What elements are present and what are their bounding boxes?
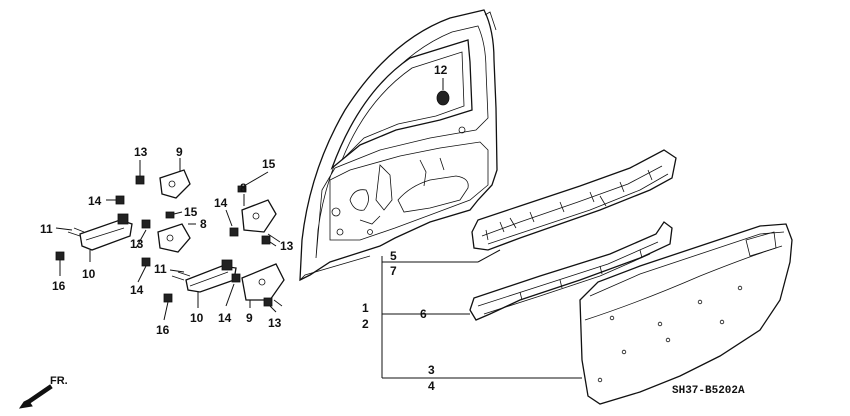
upper-hinge-left: [67, 213, 133, 251]
callout-label: 15: [262, 157, 276, 171]
callout-label: 10: [190, 311, 204, 325]
direction-label: FR.: [50, 375, 68, 387]
callout-label: 11: [40, 222, 53, 236]
lower-hinge-left: [171, 259, 237, 293]
callout-label: 5: [390, 249, 397, 263]
callout-label: 10: [82, 267, 96, 281]
grommet-part: [436, 78, 450, 106]
callout-label: 16: [52, 279, 66, 293]
callout-label: 4: [428, 379, 435, 393]
callout-label: 14: [130, 283, 144, 297]
callout-label: 13: [130, 237, 144, 251]
diagram-code: SH37-B5202A: [672, 385, 745, 397]
callout-label: 6: [420, 307, 427, 321]
callout-label: 7: [390, 264, 397, 278]
callout-label: 1: [362, 301, 369, 315]
sill-bar: [469, 221, 673, 321]
callout-label: 14: [88, 194, 102, 208]
fr-arrow-icon: FR.: [18, 375, 68, 409]
callout-label: 16: [156, 323, 170, 337]
leader-lines: [55, 158, 582, 379]
callout-label: 13: [268, 316, 282, 330]
callout-label: 2: [362, 317, 369, 331]
callout-labels: 13 9 15 8 14 15 14 8 11 13 13 10 11 14 1…: [40, 63, 448, 393]
reinforcement-bar: [471, 149, 677, 251]
hinge-bracket-8: [241, 199, 285, 307]
upper-hinge-body: [157, 169, 191, 253]
callout-label: 14: [214, 196, 228, 210]
callout-label: 14: [218, 311, 232, 325]
callout-label: 8: [200, 217, 207, 231]
callout-label: 9: [246, 311, 253, 325]
callout-label: 15: [184, 205, 198, 219]
callout-label: 9: [176, 145, 183, 159]
callout-label: 3: [428, 363, 435, 377]
outer-panel: [579, 223, 793, 405]
callout-label: 8: [240, 181, 247, 195]
callout-label: 11: [154, 262, 167, 276]
callout-label: 13: [280, 239, 294, 253]
callout-label: 13: [134, 145, 148, 159]
door-frame: [299, 9, 498, 282]
callout-label: 12: [434, 63, 448, 77]
